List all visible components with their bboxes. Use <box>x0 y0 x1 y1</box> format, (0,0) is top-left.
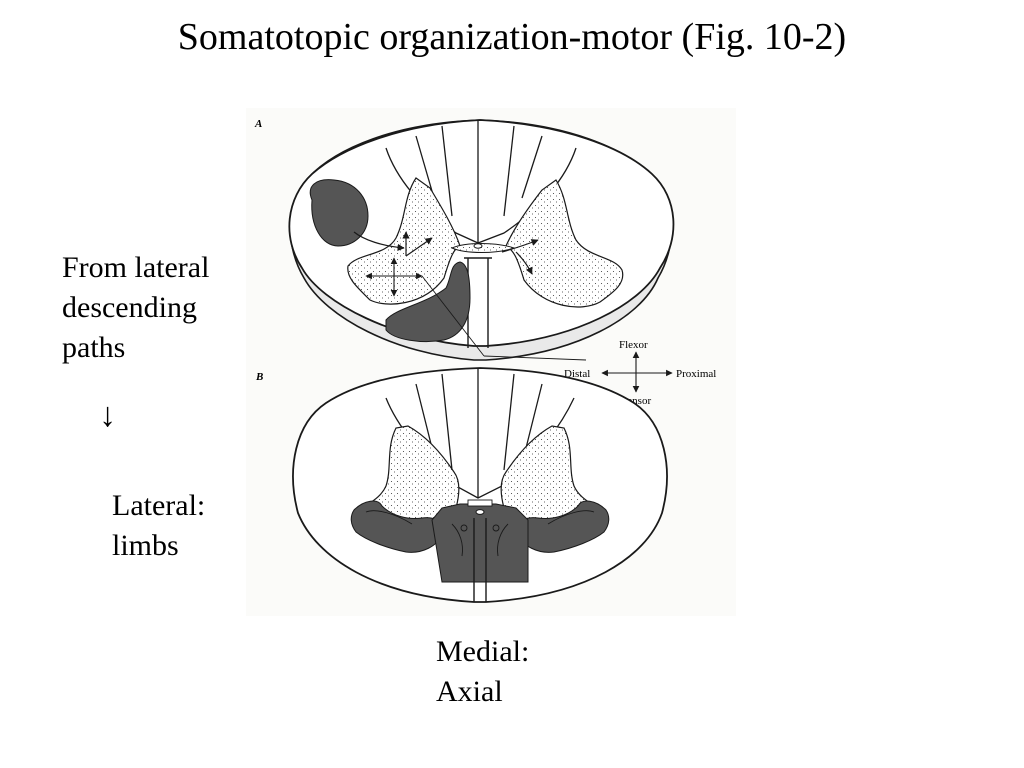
panel-b-commissure <box>467 499 493 507</box>
note-line: limbs <box>112 529 179 562</box>
panel-a-lateral-tract <box>309 179 369 247</box>
panel-a-label: A <box>254 118 262 130</box>
spinal-cord-figure: A <box>246 108 736 616</box>
legend-leader-line <box>483 355 587 361</box>
lateral-limbs-note: Lateral: limbs <box>112 486 205 566</box>
panel-a-grey-matter-right <box>505 179 624 308</box>
panel-b-label: B <box>255 371 263 383</box>
legend-flexor-label: Flexor <box>619 339 648 351</box>
panel-a-somatotopy-cross <box>365 257 423 297</box>
slide-title: Somatotopic organization-motor (Fig. 10-… <box>177 16 847 58</box>
note-line: Lateral: <box>112 489 206 522</box>
lateral-descending-paths-note: From lateral descending paths <box>62 248 209 368</box>
legend-distal-label: Distal <box>564 368 590 380</box>
medial-axial-note: Medial: Axial <box>436 632 529 712</box>
note-line: From lateral <box>62 251 210 284</box>
panel-a-dorsal-columns <box>385 120 577 244</box>
legend-proximal-label: Proximal <box>676 368 716 380</box>
panel-b-ventral-fissure <box>473 518 487 602</box>
panel-b-central-canal <box>475 509 485 515</box>
panel-b-medial-axial-region <box>431 503 529 583</box>
note-line: Axial <box>436 675 503 708</box>
panel-a: A <box>254 118 675 361</box>
down-arrow-icon: ↓ <box>99 397 116 434</box>
note-line: Medial: <box>436 635 530 668</box>
panel-b: B <box>255 367 668 603</box>
panel-b-homunculus-lines <box>365 510 595 557</box>
panel-a-projection-arrows <box>353 231 539 275</box>
panel-a-leader-line <box>421 275 485 357</box>
panel-a-central-canal <box>473 243 483 249</box>
note-line: paths <box>62 331 126 364</box>
note-line: descending <box>62 291 197 324</box>
